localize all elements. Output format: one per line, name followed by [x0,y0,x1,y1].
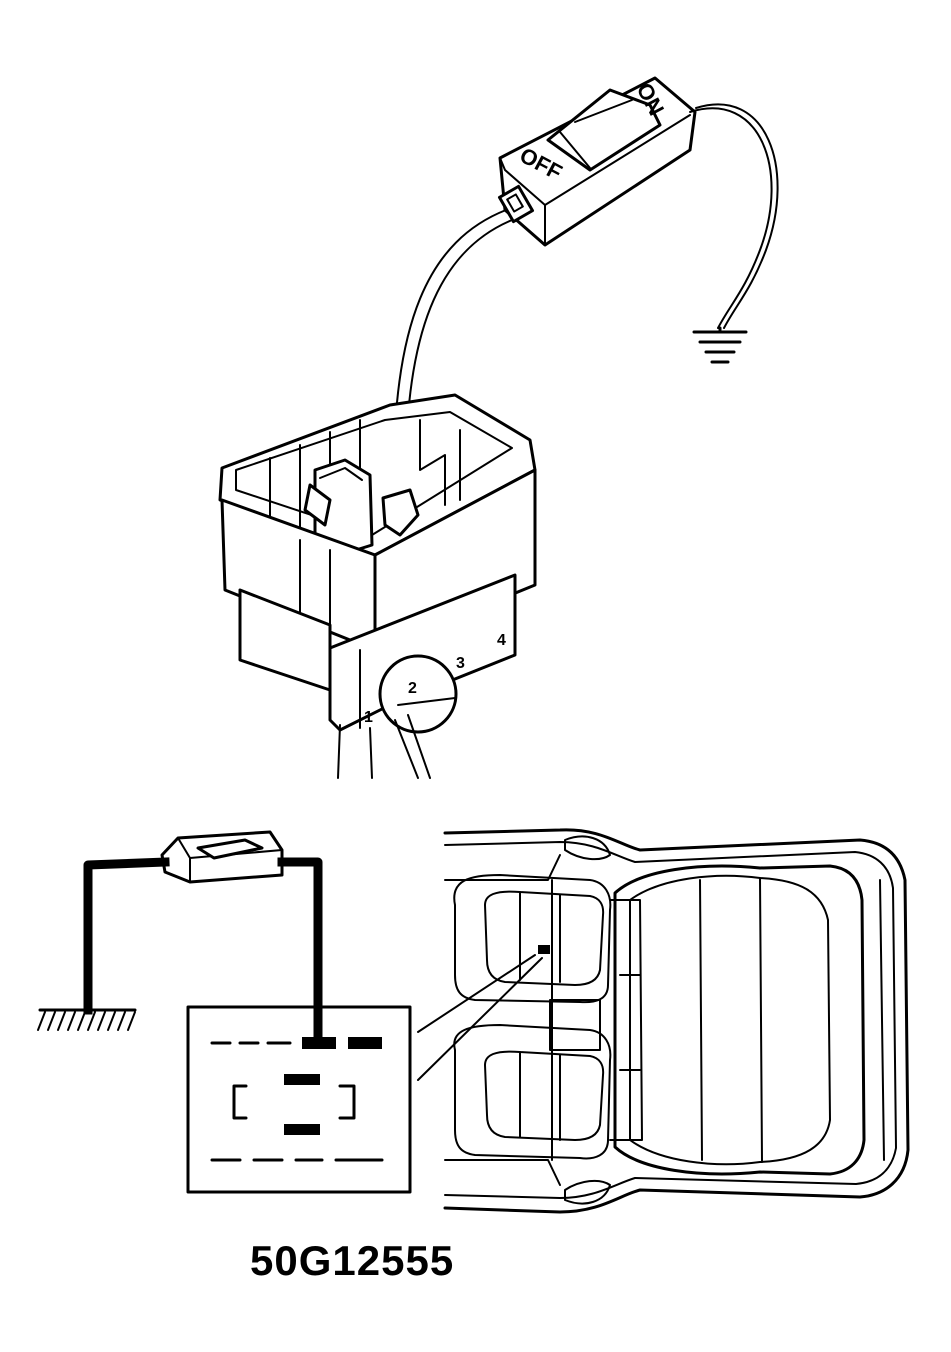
leader-line-bottom [417,957,543,1081]
connector: 1 2 3 4 [218,393,537,779]
schematic-signal-wire [277,857,323,1045]
connector-face-box [186,1005,412,1194]
pin-1-label: 1 [364,709,373,726]
ground-symbol [692,326,748,364]
car-top-view [443,828,910,1214]
pin-4-label: 4 [497,632,506,649]
connector-location-marker [538,945,550,954]
figure-id: 50G12555 [250,1237,455,1284]
pin-3-label: 3 [456,655,465,672]
leader-line-top [417,954,536,1033]
pin-callout-circle [378,654,458,734]
schematic-ground-wire [83,857,170,1015]
ground-cable [689,107,773,329]
schematic-switch [160,830,284,884]
pin-2-label: 2 [408,680,417,697]
schematic-ground-symbol [37,1008,137,1031]
test-switch: OFF ON [497,76,697,247]
